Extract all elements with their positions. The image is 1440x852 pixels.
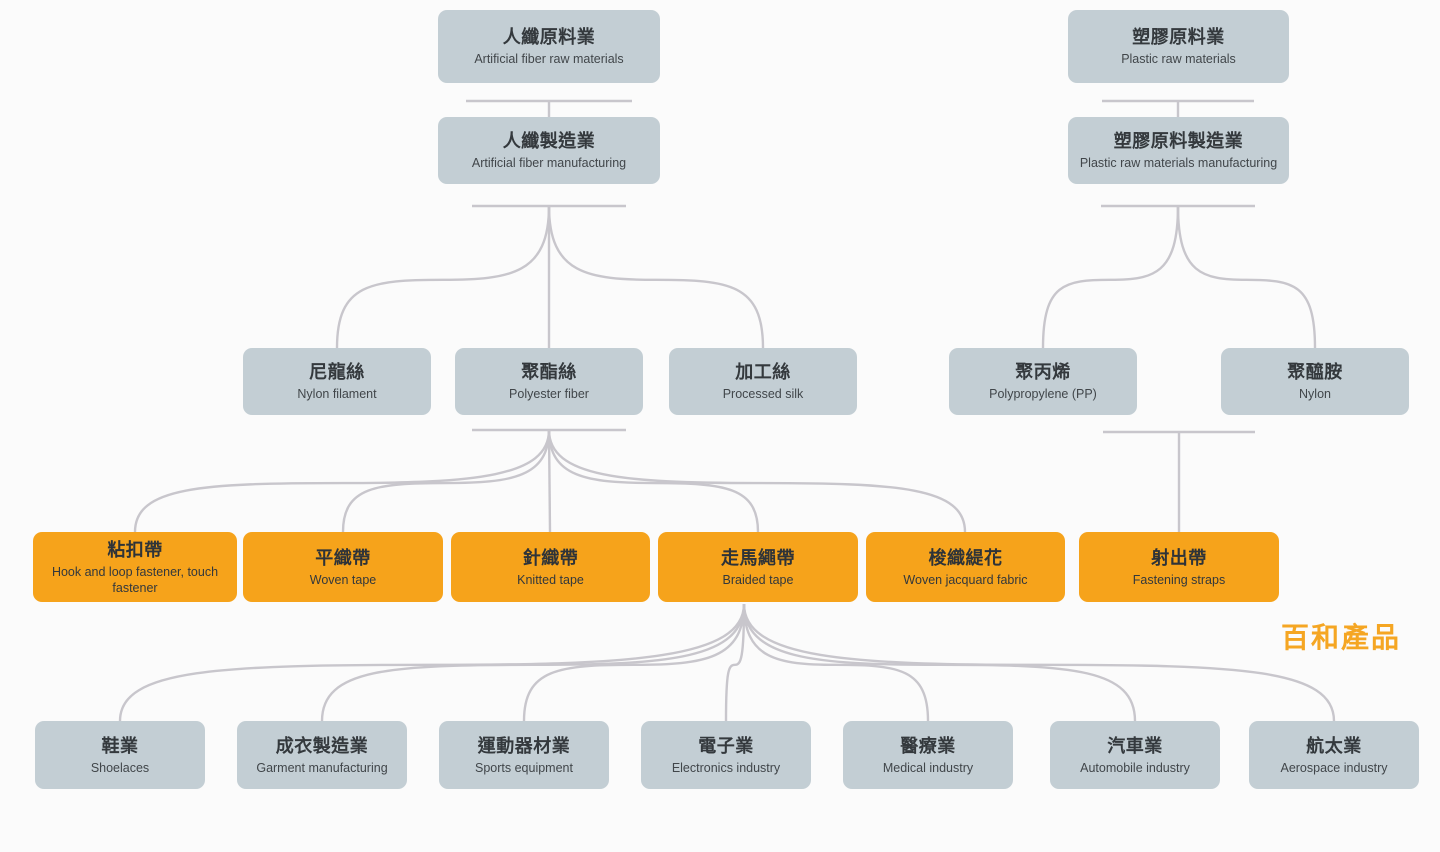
node-medical-industry[interactable]: 醫療業 Medical industry (843, 721, 1013, 789)
node-title: 人纖原料業 (502, 27, 596, 48)
node-subtitle: Sports equipment (475, 760, 573, 775)
node-subtitle: Aerospace industry (1280, 760, 1388, 775)
node-electronics-industry[interactable]: 電子業 Electronics industry (641, 721, 811, 789)
node-plastic-raw-materials-manufacturing[interactable]: 塑膠原料製造業 Plastic raw materials manufactur… (1068, 117, 1289, 184)
node-title: 鞋業 (101, 735, 139, 756)
node-artificial-fiber-manufacturing[interactable]: 人纖製造業 Artificial fiber manufacturing (438, 117, 660, 184)
node-subtitle: Hook and loop fastener, touch fastener (51, 565, 219, 595)
node-artificial-fiber-raw-materials[interactable]: 人纖原料業 Artificial fiber raw materials (438, 10, 660, 83)
fan-polyester-to-products-branch-1 (341, 429, 551, 533)
fan-braided-to-industries-branch-4 (742, 603, 930, 722)
fan-polyester-to-products-branch-3 (547, 429, 760, 533)
node-title: 醫療業 (900, 735, 956, 756)
fan-braided-to-industries-branch-5 (742, 603, 1137, 722)
fan-braided-to-industries-branch-3 (724, 603, 746, 722)
fan-polyester-to-products-branch-4 (547, 429, 967, 533)
node-polyester-fiber[interactable]: 聚酯絲 Polyester fiber (455, 348, 643, 415)
node-processed-silk[interactable]: 加工絲 Processed silk (669, 348, 857, 415)
node-title: 平織帶 (315, 547, 371, 568)
node-title: 航太業 (1306, 735, 1362, 756)
node-title: 人纖製造業 (502, 131, 596, 152)
node-title: 電子業 (698, 735, 754, 756)
node-title: 尼龍絲 (309, 362, 365, 383)
node-title: 聚醯胺 (1287, 362, 1343, 383)
node-fastening-straps[interactable]: 射出帶 Fastening straps (1079, 532, 1279, 602)
node-woven-jacquard-fabric[interactable]: 梭織緹花 Woven jacquard fabric (866, 532, 1065, 602)
node-garment-manufacturing[interactable]: 成衣製造業 Garment manufacturing (237, 721, 407, 789)
node-title: 射出帶 (1151, 547, 1207, 568)
node-title: 聚酯絲 (521, 362, 577, 383)
node-subtitle: Artificial fiber raw materials (474, 52, 624, 67)
node-subtitle: Processed silk (722, 387, 804, 402)
fan-polyester-to-products-branch-2 (547, 429, 552, 533)
fan-plastic-to-polymers-branch-0 (1041, 205, 1180, 349)
node-subtitle: Woven jacquard fabric (903, 572, 1028, 587)
node-title: 走馬繩帶 (721, 547, 795, 568)
node-subtitle: Automobile industry (1080, 760, 1190, 775)
node-subtitle: Garment manufacturing (256, 760, 388, 775)
node-subtitle: Polyester fiber (509, 387, 589, 402)
node-polypropylene[interactable]: 聚丙烯 Polypropylene (PP) (949, 348, 1137, 415)
node-subtitle: Knitted tape (517, 572, 584, 587)
node-subtitle: Woven tape (309, 572, 377, 587)
node-subtitle: Plastic raw materials (1121, 52, 1236, 67)
node-subtitle: Shoelaces (90, 760, 150, 775)
node-hook-and-loop-fastener[interactable]: 粘扣帶 Hook and loop fastener, touch fasten… (33, 532, 237, 602)
fan-braided-to-industries-branch-1 (320, 603, 746, 722)
node-subtitle: Medical industry (882, 760, 974, 775)
fan-plastic-to-polymers-branch-1 (1176, 205, 1317, 349)
node-title: 針織帶 (522, 547, 579, 568)
brand-products-label: 百和產品 (1281, 622, 1402, 653)
node-subtitle: Artificial fiber manufacturing (471, 156, 627, 171)
node-title: 聚丙烯 (1015, 362, 1071, 383)
node-knitted-tape[interactable]: 針織帶 Knitted tape (451, 532, 650, 602)
fan-polyester-to-products-branch-0 (133, 429, 551, 533)
fan-fiber-to-filaments-branch-2 (547, 205, 765, 349)
fan-braided-to-industries-branch-0 (118, 603, 746, 722)
fan-braided-to-industries-branch-2 (522, 603, 746, 722)
node-aerospace-industry[interactable]: 航太業 Aerospace industry (1249, 721, 1419, 789)
node-title: 塑膠原料業 (1132, 27, 1225, 48)
node-title: 汽車業 (1107, 735, 1163, 756)
node-title: 粘扣帶 (107, 539, 163, 560)
node-plastic-raw-materials[interactable]: 塑膠原料業 Plastic raw materials (1068, 10, 1289, 83)
node-subtitle: Nylon (1299, 387, 1331, 402)
node-title: 塑膠原料製造業 (1113, 131, 1244, 152)
node-subtitle: Polypropylene (PP) (989, 387, 1097, 402)
node-subtitle: Nylon filament (297, 387, 377, 402)
node-sports-equipment[interactable]: 運動器材業 Sports equipment (439, 721, 609, 789)
node-shoelaces[interactable]: 鞋業 Shoelaces (35, 721, 205, 789)
node-braided-tape[interactable]: 走馬繩帶 Braided tape (658, 532, 858, 602)
node-title: 加工絲 (735, 362, 791, 383)
node-subtitle: Electronics industry (671, 760, 781, 775)
node-automobile-industry[interactable]: 汽車業 Automobile industry (1050, 721, 1220, 789)
node-title: 梭織緹花 (928, 547, 1003, 568)
fan-fiber-to-filaments-branch-0 (335, 205, 551, 349)
fan-braided-to-industries-branch-6 (742, 603, 1336, 722)
node-subtitle: Plastic raw materials manufacturing (1079, 156, 1278, 171)
node-woven-tape[interactable]: 平織帶 Woven tape (243, 532, 443, 602)
node-polyamide-nylon[interactable]: 聚醯胺 Nylon (1221, 348, 1409, 415)
node-nylon-filament[interactable]: 尼龍絲 Nylon filament (243, 348, 431, 415)
node-title: 成衣製造業 (275, 735, 369, 756)
node-subtitle: Fastening straps (1132, 572, 1226, 587)
node-title: 運動器材業 (477, 735, 571, 756)
node-subtitle: Braided tape (722, 572, 794, 587)
